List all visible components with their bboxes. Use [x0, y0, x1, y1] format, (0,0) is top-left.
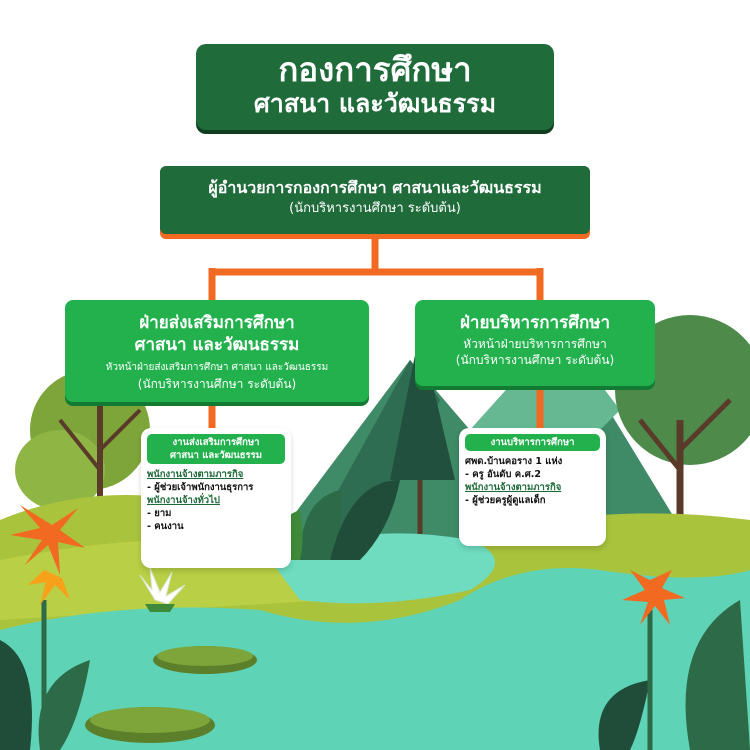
director-box: ผู้อำนวยการกองการศึกษา ศาสนาและวัฒนธรรม …	[160, 166, 590, 234]
page-title-line1: กองการศึกษา	[278, 50, 472, 89]
ground	[0, 495, 750, 750]
card-promotion-list: พนักงานจ้างตามภารกิจ ผู้ช่วยเจ้าพนักงานธ…	[141, 464, 291, 533]
card-promotion-title-line1: งานส่งเสริมการศึกษา	[172, 437, 260, 448]
dept-promotion-box: ฝ่ายส่งเสริมการศึกษา ศาสนา และวัฒนธรรม ห…	[65, 300, 369, 402]
list-item-guard: ยาม	[147, 507, 291, 520]
dept-admin-box: ฝ่ายบริหารการศึกษา หัวหน้าฝ่ายบริหารการศ…	[415, 300, 655, 386]
list-item-worker: คนงาน	[147, 520, 291, 533]
list-item-assistant-teacher: ผู้ช่วยครูผู้ดูแลเด็ก	[465, 494, 606, 507]
dept-promotion-level: (นักบริหารงานศึกษา ระดับต้น)	[137, 377, 297, 391]
card-promotion-work: งานส่งเสริมการศึกษา ศาสนา และวัฒนธรรม พน…	[141, 428, 291, 568]
card-promotion-title: งานส่งเสริมการศึกษา ศาสนา และวัฒนธรรม	[147, 434, 285, 464]
flower-right-orange	[622, 570, 685, 625]
plant-left-leaves	[0, 600, 90, 750]
list-item-admin-assistant: ผู้ช่วยเจ้าพนักงานธุรการ	[147, 481, 291, 494]
director-title: ผู้อำนวยการกองการศึกษา ศาสนาและวัฒนธรรม	[208, 178, 542, 197]
card-admin-title: งานบริหารการศึกษา	[465, 434, 600, 451]
dept-promotion-name-line1: ฝ่ายส่งเสริมการศึกษา	[139, 313, 295, 333]
org-connectors	[208, 234, 544, 430]
group-mission-staff: พนักงานจ้างตามภารกิจ	[465, 482, 562, 493]
dept-admin-level: (นักบริหารงานศึกษา ระดับต้น)	[455, 353, 615, 367]
flower-white	[139, 567, 186, 612]
list-item-teacher: ครู อันดับ ค.ศ.2	[465, 468, 606, 481]
plant-right-leaves	[598, 600, 750, 750]
dept-promotion-name-line2: ศาสนา และวัฒนธรรม	[134, 335, 300, 355]
page-title-line2: ศาสนา และวัฒนธรรม	[253, 89, 497, 118]
dept-admin-name: ฝ่ายบริหารการศึกษา	[459, 313, 611, 333]
group-general-staff: พนักงานจ้างทั่วไป	[147, 495, 220, 506]
page-title: กองการศึกษา ศาสนา และวัฒนธรรม	[196, 44, 554, 130]
child-center: ศพด.บ้านคอราง 1 แห่ง	[465, 456, 563, 467]
lily-pads	[85, 646, 257, 743]
group-mission-staff: พนักงานจ้างตามภารกิจ	[147, 469, 244, 480]
card-promotion-title-line2: ศาสนา และวัฒนธรรม	[169, 450, 263, 461]
flower-left-orange	[10, 505, 85, 605]
dept-promotion-head: หัวหน้าฝ่ายส่งเสริมการศึกษา ศาสนา และวัฒ…	[105, 362, 329, 373]
card-admin-list: ศพด.บ้านคอราง 1 แห่ง ครู อันดับ ค.ศ.2 พน…	[459, 451, 606, 507]
director-level: (นักบริหารงานศึกษา ระดับต้น)	[289, 201, 461, 216]
card-admin-work: งานบริหารการศึกษา ศพด.บ้านคอราง 1 แห่ง ค…	[459, 428, 606, 546]
dept-admin-head: หัวหน้าฝ่ายบริหารการศึกษา	[463, 337, 607, 351]
